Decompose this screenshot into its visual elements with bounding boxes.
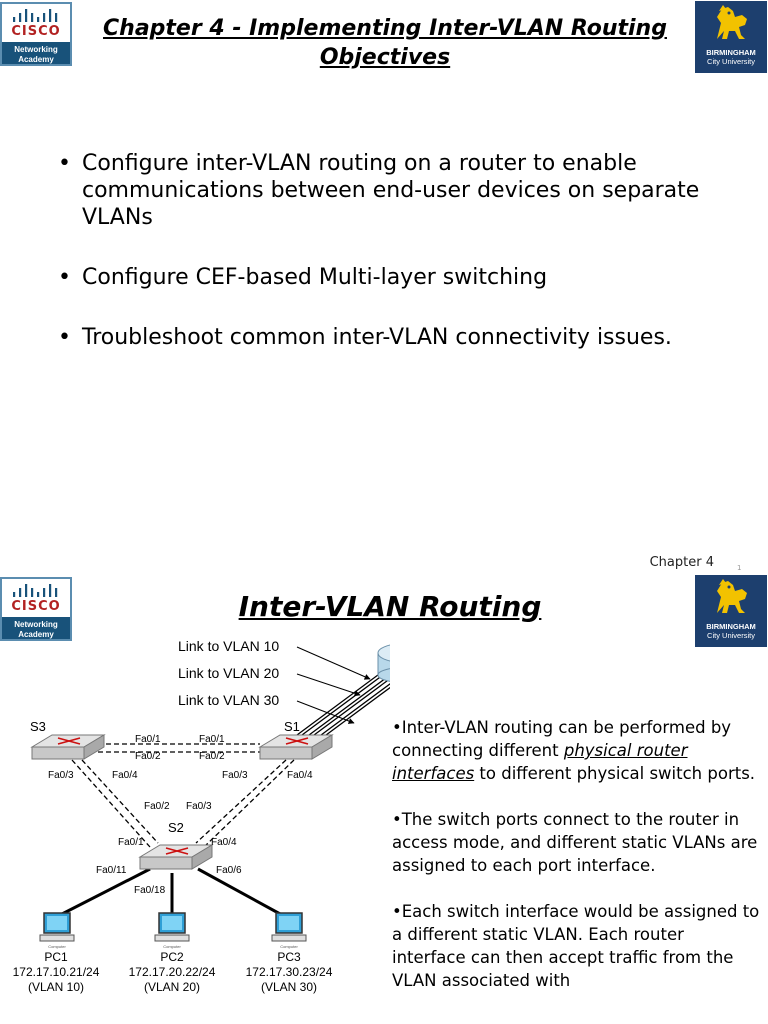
objective-item: • Configure CEF-based Multi-layer switch… xyxy=(58,264,718,291)
bcu-logo: BIRMINGHAM City University xyxy=(695,1,767,73)
slide-title-line1: Chapter 4 - Implementing Inter-VLAN Rout… xyxy=(103,16,667,41)
port-label: Fa0/11 xyxy=(96,865,127,876)
switch-s3-label: S3 xyxy=(30,719,46,734)
pc-tag: Computer xyxy=(48,944,66,949)
pc1-icon: Computer xyxy=(39,912,75,949)
objective-text: Configure inter-VLAN routing on a router… xyxy=(82,151,700,230)
cisco-wordmark: CISCO xyxy=(11,599,61,614)
slide-title: Inter-VLAN Routing xyxy=(238,590,542,623)
cisco-wordmark: CISCO xyxy=(11,24,61,39)
switch-s3-icon xyxy=(30,734,106,760)
access-links xyxy=(59,867,283,917)
switch-s1-label: S1 xyxy=(284,719,300,734)
slide-footer: Chapter 4 xyxy=(649,555,714,570)
slide-title: Chapter 4 - Implementing Inter-VLAN Rout… xyxy=(80,14,690,72)
cisco-academy-logo: CISCO Networking Academy xyxy=(0,577,72,641)
router-r1-icon: R1 xyxy=(377,644,390,682)
pc-tag: Computer xyxy=(280,944,298,949)
bcu-logo-line2: City University xyxy=(707,631,755,640)
bullet-icon: • xyxy=(58,325,71,350)
link-vlan20-line xyxy=(309,677,390,739)
switch-s2-label: S2 xyxy=(168,820,184,835)
cisco-logo-line1: Networking xyxy=(14,620,58,629)
pc3-ip: 172.17.30.23/24 xyxy=(246,965,333,979)
lion-crest-icon xyxy=(717,5,747,39)
body-paragraph: •Each switch interface would be assigned… xyxy=(392,902,760,990)
objective-item: • Configure inter-VLAN routing on a rout… xyxy=(58,150,718,231)
pc2-ip: 172.17.20.22/24 xyxy=(129,965,216,979)
objective-text: Troubleshoot common inter-VLAN connectiv… xyxy=(82,325,672,350)
cisco-logo-line2: Academy xyxy=(18,55,54,64)
bcu-logo-line1: BIRMINGHAM xyxy=(706,622,756,631)
slide-objectives: CISCO Networking Academy BIRMINGHAM City… xyxy=(0,1,767,384)
switch-s1-icon xyxy=(258,734,334,760)
port-label: Fa0/4 xyxy=(211,837,237,848)
bcu-logo-line2: City University xyxy=(707,57,755,66)
port-label: Fa0/1 xyxy=(118,837,144,848)
objective-item: • Troubleshoot common inter-VLAN connect… xyxy=(58,324,718,351)
link-vlan10-line xyxy=(301,671,388,736)
para1-post: to different physical switch ports. xyxy=(474,764,756,783)
para1-pre: •Inter-VLAN routing can be performed by … xyxy=(392,718,732,760)
cisco-logo-line1: Networking xyxy=(14,45,58,54)
bcu-logo-line1: BIRMINGHAM xyxy=(706,48,756,57)
port-label: Fa0/2 xyxy=(199,751,225,762)
link-label-vlan20: Link to VLAN 20 xyxy=(178,665,279,681)
slide-body-text: •Inter-VLAN routing can be performed by … xyxy=(392,716,762,1015)
para1-emphasis: physical router interfaces xyxy=(392,741,688,783)
pc2-icon: Computer xyxy=(154,912,190,949)
port-label: Fa0/6 xyxy=(216,865,242,876)
pc3-name: PC3 xyxy=(277,950,301,964)
router-links xyxy=(296,671,390,742)
switch-s2-icon xyxy=(138,844,214,870)
cisco-bars-icon xyxy=(13,9,58,22)
port-label: Fa0/3 xyxy=(222,770,248,781)
objectives-list: • Configure inter-VLAN routing on a rout… xyxy=(58,150,718,384)
body-paragraph: •The switch ports connect to the router … xyxy=(392,810,758,875)
cisco-logo-line2: Academy xyxy=(18,630,54,639)
bullet-icon: • xyxy=(58,265,71,290)
pc3-vlan: (VLAN 30) xyxy=(261,980,317,994)
objective-text: Configure CEF-based Multi-layer switchin… xyxy=(82,265,548,290)
network-topology-diagram: Link to VLAN 10 Link to VLAN 20 Link to … xyxy=(13,638,390,994)
port-label: Fa0/3 xyxy=(48,770,74,781)
trunk-links xyxy=(71,743,295,848)
port-label: Fa0/4 xyxy=(287,770,313,781)
slide-title-line2: Objectives xyxy=(319,45,451,70)
arrow-vlan20-icon xyxy=(296,673,361,697)
pc1-name: PC1 xyxy=(44,950,68,964)
lion-crest-icon xyxy=(717,579,747,613)
port-label: Fa0/3 xyxy=(186,801,212,812)
bullet-icon: • xyxy=(58,151,71,176)
cisco-bars-icon xyxy=(13,584,58,597)
pc1-ip: 172.17.10.21/24 xyxy=(13,965,100,979)
arrow-vlan30-icon xyxy=(296,700,355,724)
port-label: Fa0/2 xyxy=(135,751,161,762)
port-label: Fa0/18 xyxy=(134,885,166,896)
bcu-logo: BIRMINGHAM City University xyxy=(695,575,767,647)
port-label: Fa0/4 xyxy=(112,770,138,781)
pc3-icon: Computer xyxy=(271,912,307,949)
port-label: Fa0/1 xyxy=(199,734,225,745)
page-number: 1 xyxy=(737,564,742,572)
pc1-vlan: (VLAN 10) xyxy=(28,980,84,994)
arrow-vlan10-icon xyxy=(296,646,371,680)
link-vlan30-line xyxy=(317,686,390,742)
pc-tag: Computer xyxy=(163,944,181,949)
pc2-name: PC2 xyxy=(160,950,184,964)
pc2-vlan: (VLAN 20) xyxy=(144,980,200,994)
link-label-vlan30: Link to VLAN 30 xyxy=(178,692,279,708)
port-label: Fa0/2 xyxy=(144,801,170,812)
body-paragraph: •Inter-VLAN routing can be performed by … xyxy=(392,716,762,785)
port-label: Fa0/1 xyxy=(135,734,161,745)
link-label-vlan10: Link to VLAN 10 xyxy=(178,638,279,654)
cisco-academy-logo: CISCO Networking Academy xyxy=(0,2,72,66)
